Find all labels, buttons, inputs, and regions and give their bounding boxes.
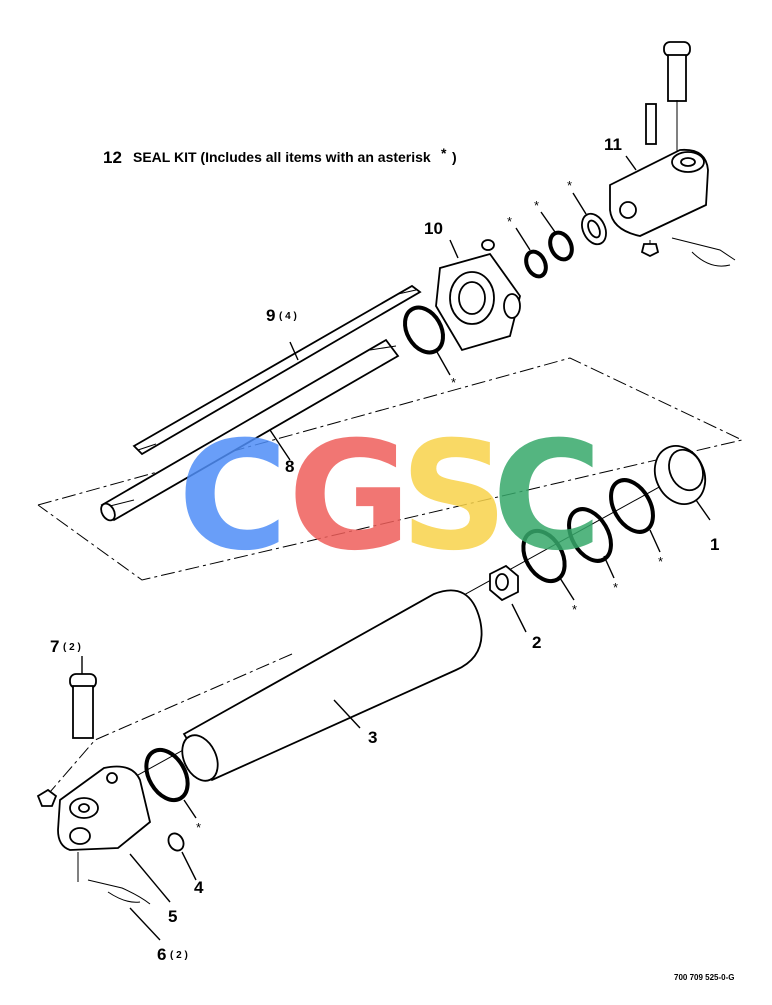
heading-number: 12: [103, 148, 122, 167]
callout-3: 3: [368, 728, 377, 747]
callouts: 1 2 3 4 5 6 ( 2 ) 7 ( 2 ) 8 9 ( 4 ) 10 1…: [50, 135, 719, 964]
base-clevis-part-5: [36, 765, 171, 905]
callout-7-qty: ( 2 ): [63, 642, 81, 653]
upper-seal-rings: [515, 192, 607, 279]
watermark-letter-g: G: [288, 410, 411, 584]
asterisk: *: [507, 214, 512, 229]
watermark-letter-s: S: [400, 410, 508, 584]
piston-rod-part-8: [100, 338, 400, 522]
rod-clevis-part-11: [609, 41, 736, 267]
base-o-ring: [144, 747, 190, 803]
callout-8: 8: [285, 457, 294, 476]
assembly-boundary: [37, 357, 744, 581]
cgsc-watermark: C G S C: [178, 410, 602, 584]
pointer-10: [449, 239, 459, 259]
asterisk-markers: * * * * * * * *: [196, 178, 663, 835]
head-o-ring: [403, 305, 445, 355]
asterisk: *: [451, 375, 456, 390]
heading-text: SEAL KIT (Includes all items with an ast…: [133, 149, 431, 165]
asterisk: *: [613, 580, 618, 595]
seal-kit-heading: 12 SEAL KIT (Includes all items with an …: [103, 145, 457, 167]
pointer-9: [289, 341, 299, 361]
tie-rods-part-9: [132, 284, 422, 456]
watermark-letter-c2: C: [492, 410, 602, 584]
heading-star: *: [441, 145, 447, 161]
nut-part-2: [489, 564, 527, 633]
callout-1: 1: [710, 535, 719, 554]
centerline-lower: [49, 653, 293, 793]
asterisk: *: [658, 554, 663, 569]
callout-7: 7: [50, 637, 59, 656]
callout-2: 2: [532, 633, 541, 652]
pin-part-7: [69, 656, 97, 739]
asterisk: *: [196, 820, 201, 835]
callout-9-qty: ( 4 ): [279, 311, 297, 322]
fitting-part-4: [167, 832, 197, 881]
head-block-part-10: [435, 239, 521, 352]
callout-11: 11: [604, 135, 622, 154]
piston-part-1: [653, 445, 711, 521]
callout-6-qty: ( 2 ): [170, 950, 188, 961]
piston-seals: [521, 478, 661, 601]
pointer-8: [269, 429, 291, 461]
asterisk: *: [534, 198, 539, 213]
callout-9: 9: [266, 306, 275, 325]
asterisk: *: [567, 178, 572, 193]
callout-4: 4: [194, 878, 204, 897]
asterisk: *: [572, 602, 577, 617]
pointer-6: [129, 907, 161, 941]
drawing-number: 700 709 525-0-G: [674, 973, 735, 982]
pointer-11: [625, 155, 637, 171]
cylinder-tube-part-3: [181, 589, 483, 782]
watermark-letter-c1: C: [178, 410, 288, 584]
callout-6: 6: [157, 945, 166, 964]
heading-close: ): [452, 149, 457, 165]
callout-10: 10: [424, 219, 443, 238]
callout-5: 5: [168, 907, 177, 926]
